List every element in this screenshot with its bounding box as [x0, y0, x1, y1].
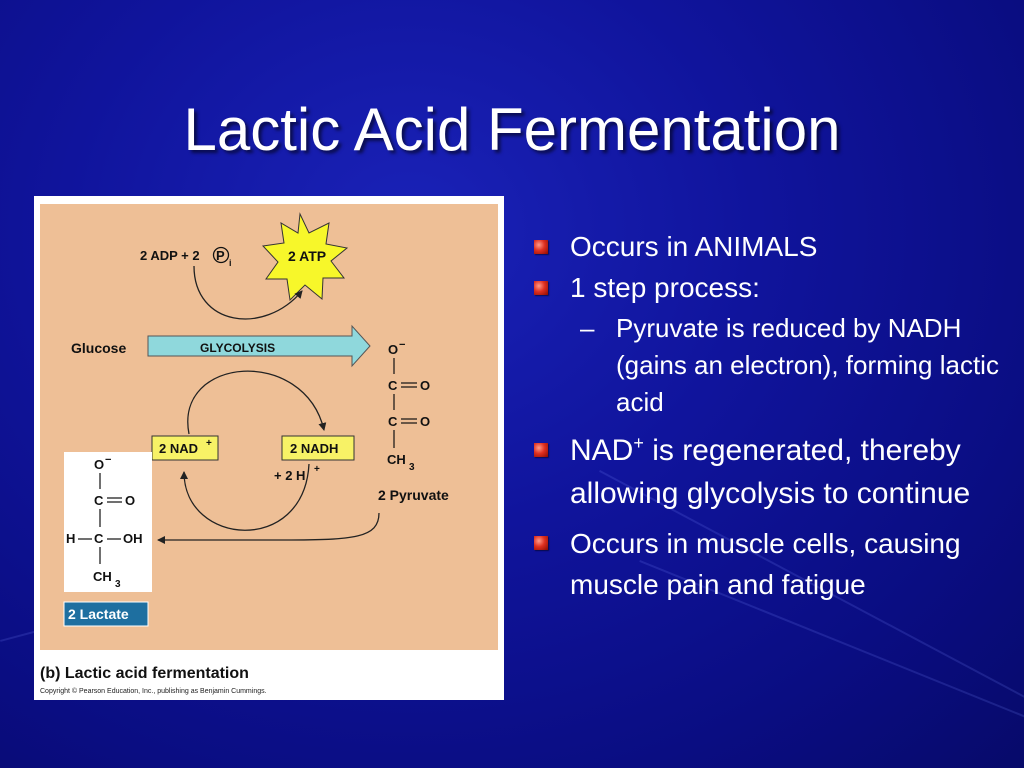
diagram-caption: (b) Lactic acid fermentation [40, 665, 249, 682]
cycle-arrow-bottom [180, 463, 310, 531]
copyright-text: Copyright © Pearson Education, Inc., pub… [40, 687, 267, 695]
h-plus-label: + 2 H [274, 468, 305, 483]
diagram-panel: 2 ATP 2 ADP + 2 P i Glucose GLYCOLYSIS 2… [34, 196, 504, 700]
atp-label: 2 ATP [288, 248, 326, 264]
bullet-item: Occurs in ANIMALS [532, 230, 1002, 263]
lactate-label: 2 Lactate [68, 606, 129, 622]
bullet-item: 1 step process: [532, 271, 1002, 304]
phosphate-circle-icon [212, 246, 230, 264]
lactate-c2: C [94, 531, 104, 546]
bullet-square-icon [534, 281, 548, 295]
nad-label: 2 NAD [159, 441, 198, 456]
lactate-c1-o: O [125, 493, 135, 508]
lactate-h: H [66, 531, 75, 546]
lactate-ch-sub: 3 [115, 579, 121, 590]
lactate-top-o: O [94, 457, 104, 472]
phosphate-symbol: P [216, 248, 225, 263]
bullet-text-nad-charge: + [633, 433, 644, 453]
nad-box [151, 435, 219, 461]
cycle-arrow-top [187, 370, 327, 435]
glycolysis-arrow [147, 324, 371, 368]
nadh-box [281, 435, 355, 461]
pyruvate-label: 2 Pyruvate [378, 487, 449, 503]
nadh-label: 2 NADH [290, 441, 338, 456]
bullet-list: Occurs in ANIMALS 1 step process: – Pyru… [532, 230, 1002, 613]
pyruvate-c2: C [388, 414, 398, 429]
atp-star-icon [261, 212, 349, 302]
pyruvate-top-charge: − [399, 339, 405, 351]
fermentation-diagram: 2 ATP 2 ADP + 2 P i Glucose GLYCOLYSIS 2… [40, 204, 498, 695]
sub-bullet-dash: – [580, 313, 595, 343]
lactate-label-box [63, 601, 149, 627]
lactate-top-charge: − [105, 454, 111, 466]
adp-pi-label: 2 ADP + 2 [140, 248, 200, 263]
pyruvate-ch: CH [387, 452, 406, 467]
reduction-arrow [157, 512, 380, 544]
pyruvate-c1-o: O [420, 378, 430, 393]
bullet-square-icon [534, 240, 548, 254]
atp-formation-arrow [193, 265, 303, 320]
bullet-text: is regenerated, thereby allowing glycoly… [570, 434, 971, 510]
slide-title: Lactic Acid Fermentation [183, 96, 841, 163]
pyruvate-structure: O − C O C O CH 3 [387, 339, 430, 473]
h-plus-charge: + [314, 464, 320, 475]
lactate-box [64, 452, 152, 592]
pyruvate-c1: C [388, 378, 398, 393]
bullet-text: Occurs in ANIMALS [570, 231, 818, 262]
bullet-square-icon [534, 536, 548, 550]
bullet-text-nad: NAD [570, 434, 634, 467]
sub-bullet-item: – Pyruvate is reduced by NADH (gains an … [532, 310, 1002, 421]
pyruvate-top-o: O [388, 342, 398, 357]
bullet-square-icon [534, 443, 548, 457]
bullet-item: Occurs in muscle cells, causing muscle p… [532, 523, 1002, 605]
glycolysis-label: GLYCOLYSIS [200, 341, 275, 355]
pyruvate-ch-sub: 3 [409, 462, 415, 473]
lactate-ch: CH [93, 569, 112, 584]
phosphate-subscript: i [229, 258, 232, 268]
sub-bullet-text: Pyruvate is reduced by NADH (gains an el… [616, 313, 999, 417]
glucose-label: Glucose [71, 340, 126, 356]
nad-charge: + [206, 438, 212, 449]
pyruvate-c2-o: O [420, 414, 430, 429]
bullet-text: 1 step process: [570, 272, 760, 303]
lactate-c1: C [94, 493, 104, 508]
lactate-structure: O − C O H C OH CH 3 [66, 454, 143, 590]
bullet-item: NAD+ is regenerated, thereby allowing gl… [532, 429, 1002, 515]
bullet-text: Occurs in muscle cells, causing muscle p… [570, 528, 961, 600]
lactate-oh: OH [123, 531, 143, 546]
